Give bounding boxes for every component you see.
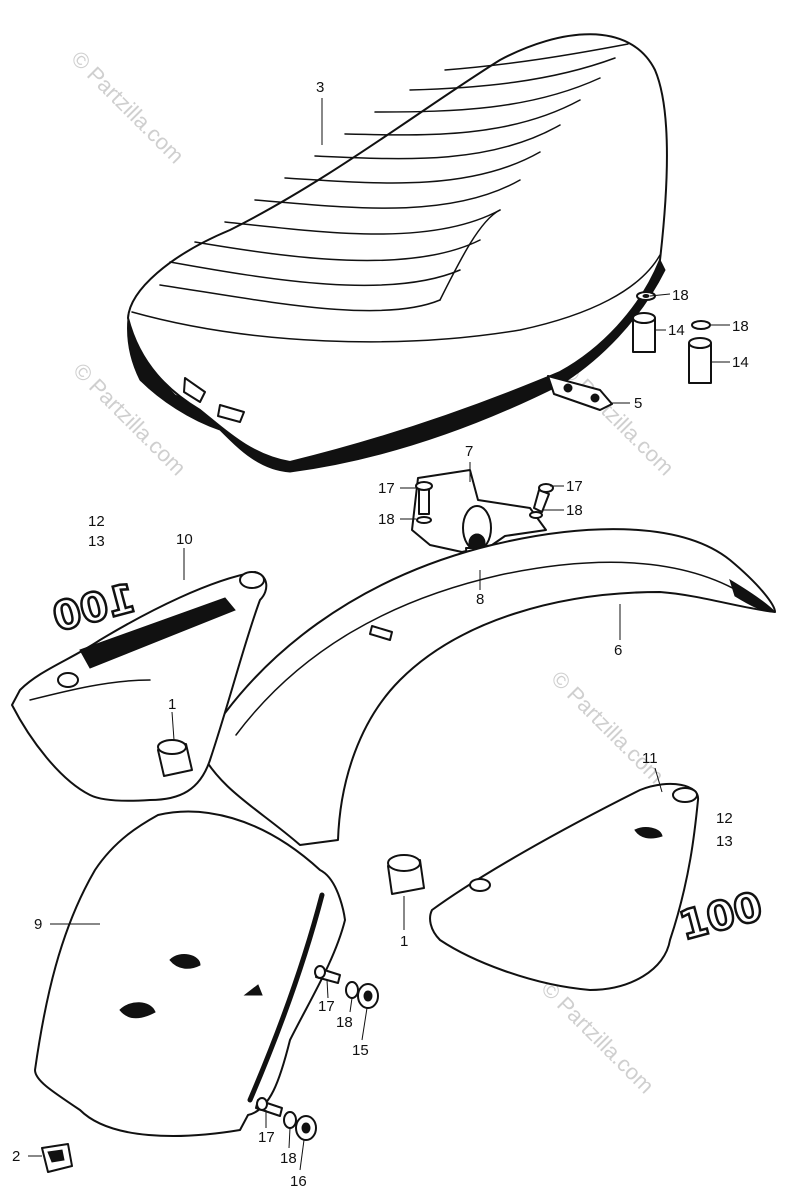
callout-6: 6 — [614, 642, 622, 659]
callout-15: 15 — [352, 1042, 369, 1059]
callout-18-c: 18 — [378, 511, 395, 528]
right-side-cover — [429, 782, 700, 991]
callout-14-a: 14 — [668, 322, 685, 339]
callout-1-b: 1 — [400, 933, 408, 950]
emblem-right: 100 — [675, 884, 768, 950]
rear-fender — [199, 528, 777, 846]
callout-13-a: 13 — [88, 533, 105, 550]
callout-16: 16 — [290, 1173, 307, 1190]
callout-18-e: 18 — [336, 1014, 353, 1031]
callout-10: 10 — [176, 531, 193, 548]
callout-5: 5 — [634, 395, 642, 412]
callout-13-b: 13 — [716, 833, 733, 850]
callout-7: 7 — [465, 443, 473, 460]
seat — [127, 33, 668, 473]
callout-17-a: 17 — [378, 480, 395, 497]
callout-12-b: 12 — [716, 810, 733, 827]
callout-2: 2 — [12, 1148, 20, 1165]
callout-1-a: 1 — [168, 696, 176, 713]
callout-labels: 3 18 14 18 14 5 7 17 17 18 18 8 6 12 13 … — [12, 79, 749, 1190]
left-side-cover — [11, 571, 268, 802]
clip — [41, 1143, 73, 1173]
callout-11: 11 — [642, 750, 658, 767]
watermark-1: © Partzilla.com — [66, 46, 189, 169]
callout-18-d: 18 — [566, 502, 583, 519]
callout-17-c: 17 — [318, 998, 335, 1015]
callout-9: 9 — [34, 916, 42, 933]
callout-8: 8 — [476, 591, 484, 608]
watermark-4: © Partzilla.com — [556, 358, 679, 481]
grommets — [157, 739, 425, 895]
callout-3: 3 — [316, 79, 324, 96]
callout-18-a: 18 — [672, 287, 689, 304]
callout-18-b: 18 — [732, 318, 749, 335]
callout-14-b: 14 — [732, 354, 749, 371]
callout-18-f: 18 — [280, 1150, 297, 1167]
callout-17-d: 17 — [258, 1129, 275, 1146]
inner-fender — [34, 810, 346, 1137]
callout-12-a: 12 — [88, 513, 105, 530]
seat-bracket — [547, 375, 613, 411]
watermark-6: © Partzilla.com — [546, 666, 669, 789]
callout-17-b: 17 — [566, 478, 583, 495]
leaders — [28, 98, 730, 1171]
watermark-8: © Partzilla.com — [536, 976, 659, 1099]
